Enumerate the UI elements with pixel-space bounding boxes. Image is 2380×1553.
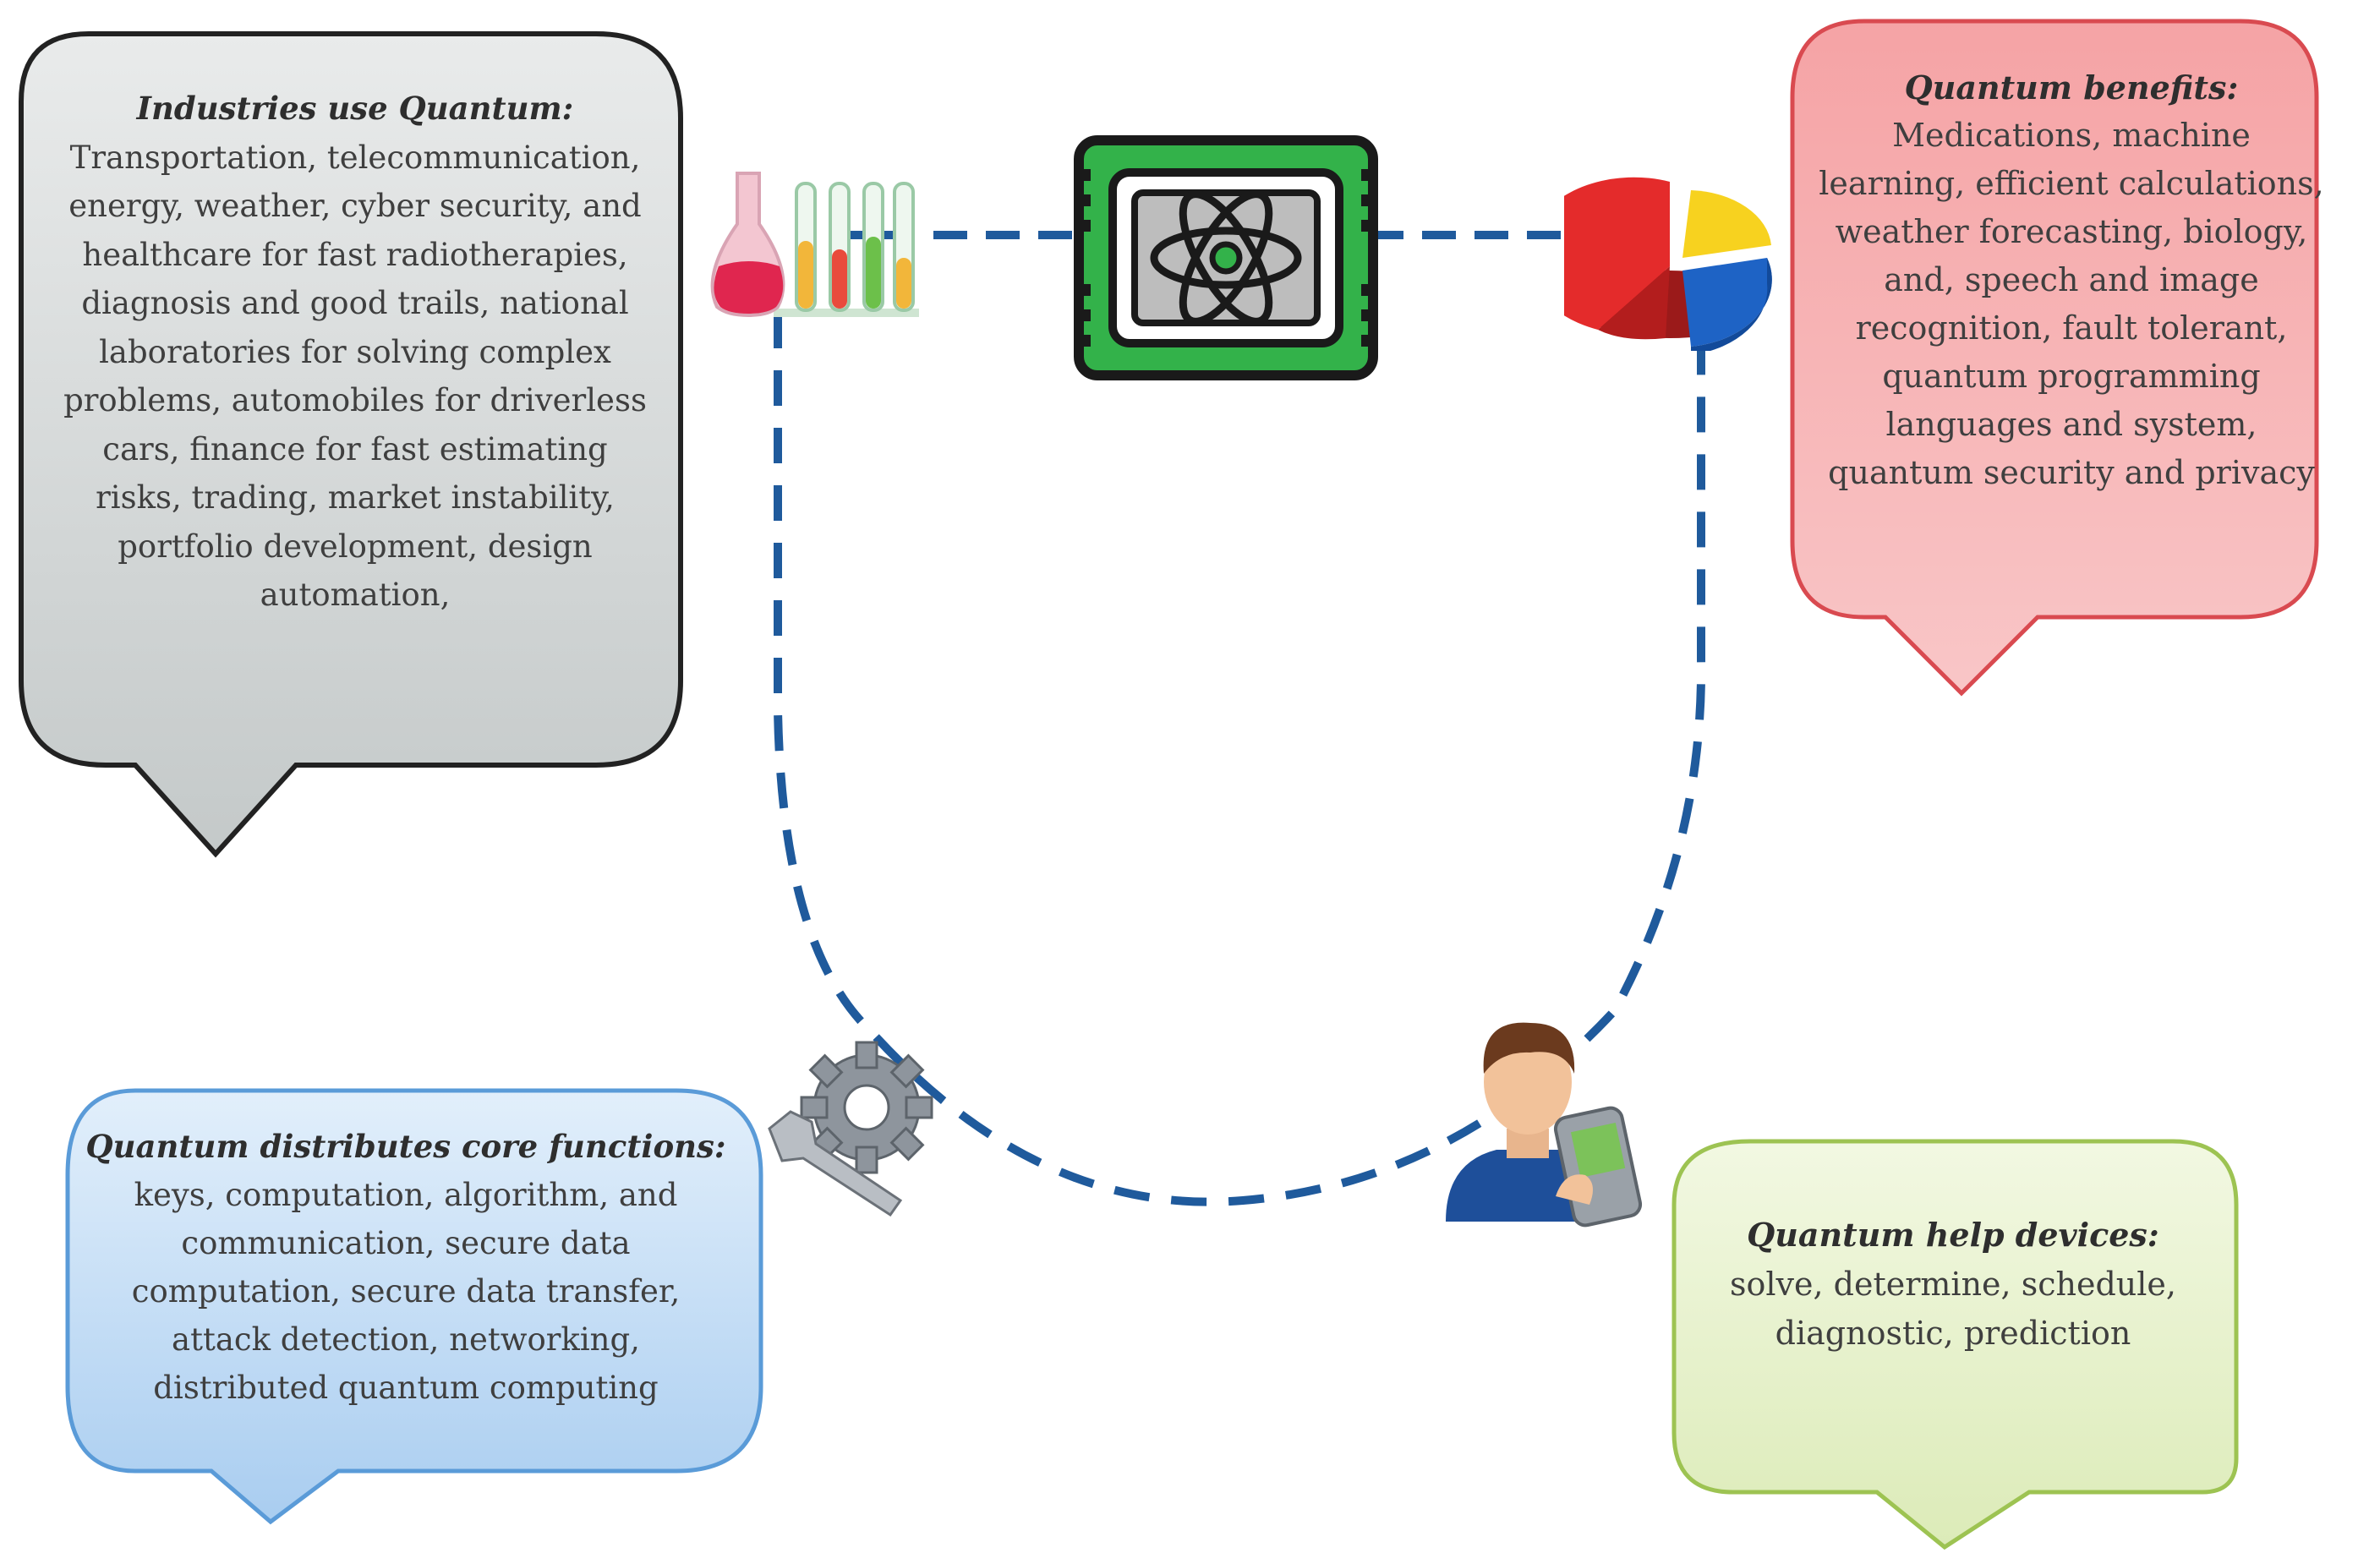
- benefits-body: Medications, machine learning, efficient…: [1819, 117, 2324, 491]
- industries-body: Transportation, telecommunication, energ…: [63, 139, 647, 614]
- core-functions-balloon: [65, 1088, 763, 1525]
- core-functions-body: keys, computation, algorithm, and commun…: [131, 1177, 681, 1406]
- devices-title: Quantum help devices:: [1747, 1216, 2159, 1254]
- industries-callout: Industries use Quantum: Transportation, …: [59, 85, 651, 620]
- industries-title: Industries use Quantum:: [136, 90, 574, 127]
- core-functions-title: Quantum distributes core functions:: [85, 1128, 726, 1165]
- benefits-callout: Quantum benefits: Medications, machine l…: [1818, 63, 2325, 497]
- quantum-chip-icon: [1070, 135, 1381, 380]
- devices-body: solve, determine, schedule, diagnostic, …: [1730, 1266, 2176, 1352]
- pie-chart-icon: [1525, 165, 1784, 355]
- user-with-phone-icon: [1437, 1002, 1657, 1230]
- benefits-title: Quantum benefits:: [1904, 68, 2239, 107]
- devices-balloon: [1671, 1139, 2239, 1550]
- gear-wrench-icon: [757, 1027, 960, 1222]
- devices-callout: Quantum help devices: solve, determine, …: [1691, 1211, 2215, 1358]
- lab-flask-test-tubes-icon: [693, 165, 922, 321]
- benefits-balloon: [1790, 19, 2319, 697]
- industries-balloon: [19, 31, 683, 858]
- connector-loop: [774, 313, 1706, 1206]
- core-functions-callout: Quantum distributes core functions: keys…: [80, 1123, 731, 1412]
